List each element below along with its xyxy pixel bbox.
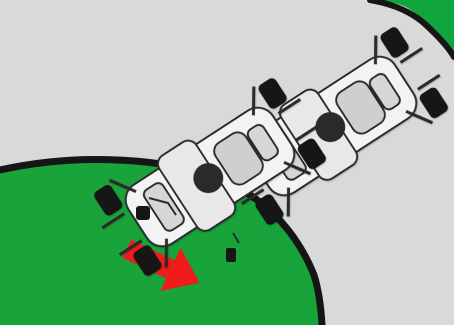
- track-scene: [0, 0, 454, 325]
- kart-track-diagram: [0, 0, 454, 325]
